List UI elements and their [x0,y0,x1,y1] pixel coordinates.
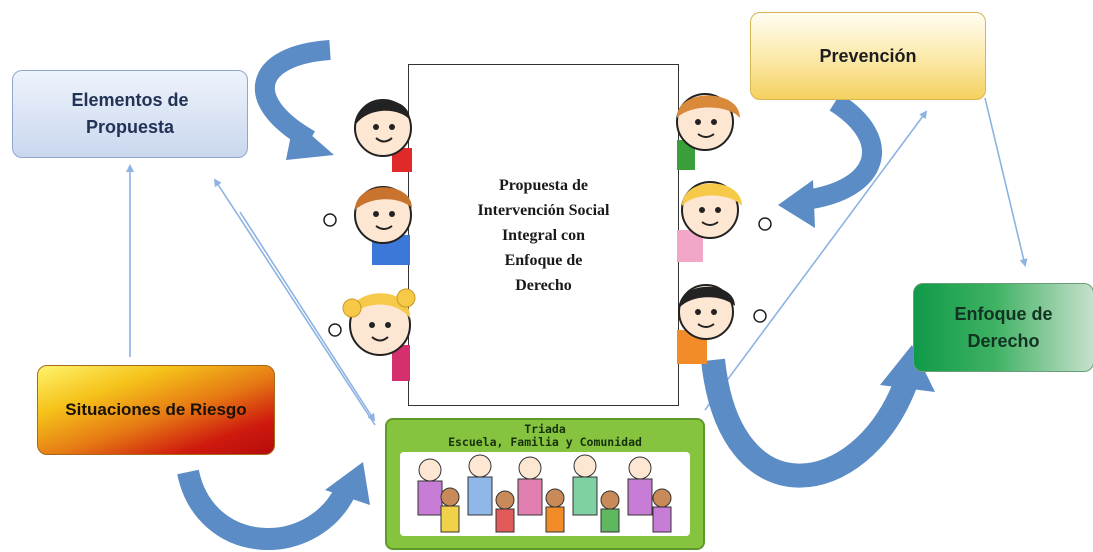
node-enfoque-de-derecho: Enfoque de Derecho [913,283,1093,372]
child-face-left-1 [354,99,412,172]
node-elementos-de-propuesta: Elementos de Propuesta [12,70,248,158]
node-triada: Triada Escuela, Familia y Comunidad [385,418,705,550]
arrow-prevencion-to-enfoque [984,97,1028,267]
curved-arrow-prevencion-to-center [778,93,882,228]
curved-arrow-center-to-enfoque [701,345,935,488]
family-group-cartoon-icon [400,452,690,536]
child-face-right-1 [676,93,740,170]
triada-subtitle: Escuela, Familia y Comunidad [448,435,642,449]
arrow-elementos-to-triada [239,211,376,422]
child-face-right-2 [677,181,772,262]
child-face-left-3 [328,288,416,381]
node-situaciones-de-riesgo: Situaciones de Riesgo [37,365,275,455]
node-central-propuesta: Propuesta de Intervención Social Integra… [408,64,679,406]
curved-arrow-to-center-top [254,40,334,160]
curved-arrow-riesgo-to-triada [177,462,370,550]
arrow-triada-to-prevencion [704,110,928,411]
triada-title: Triada [524,422,566,436]
child-face-left-2 [323,186,412,265]
arrow-triada-to-elementos [213,178,376,426]
child-face-right-3 [677,284,767,364]
node-prevencion: Prevención [750,12,986,100]
